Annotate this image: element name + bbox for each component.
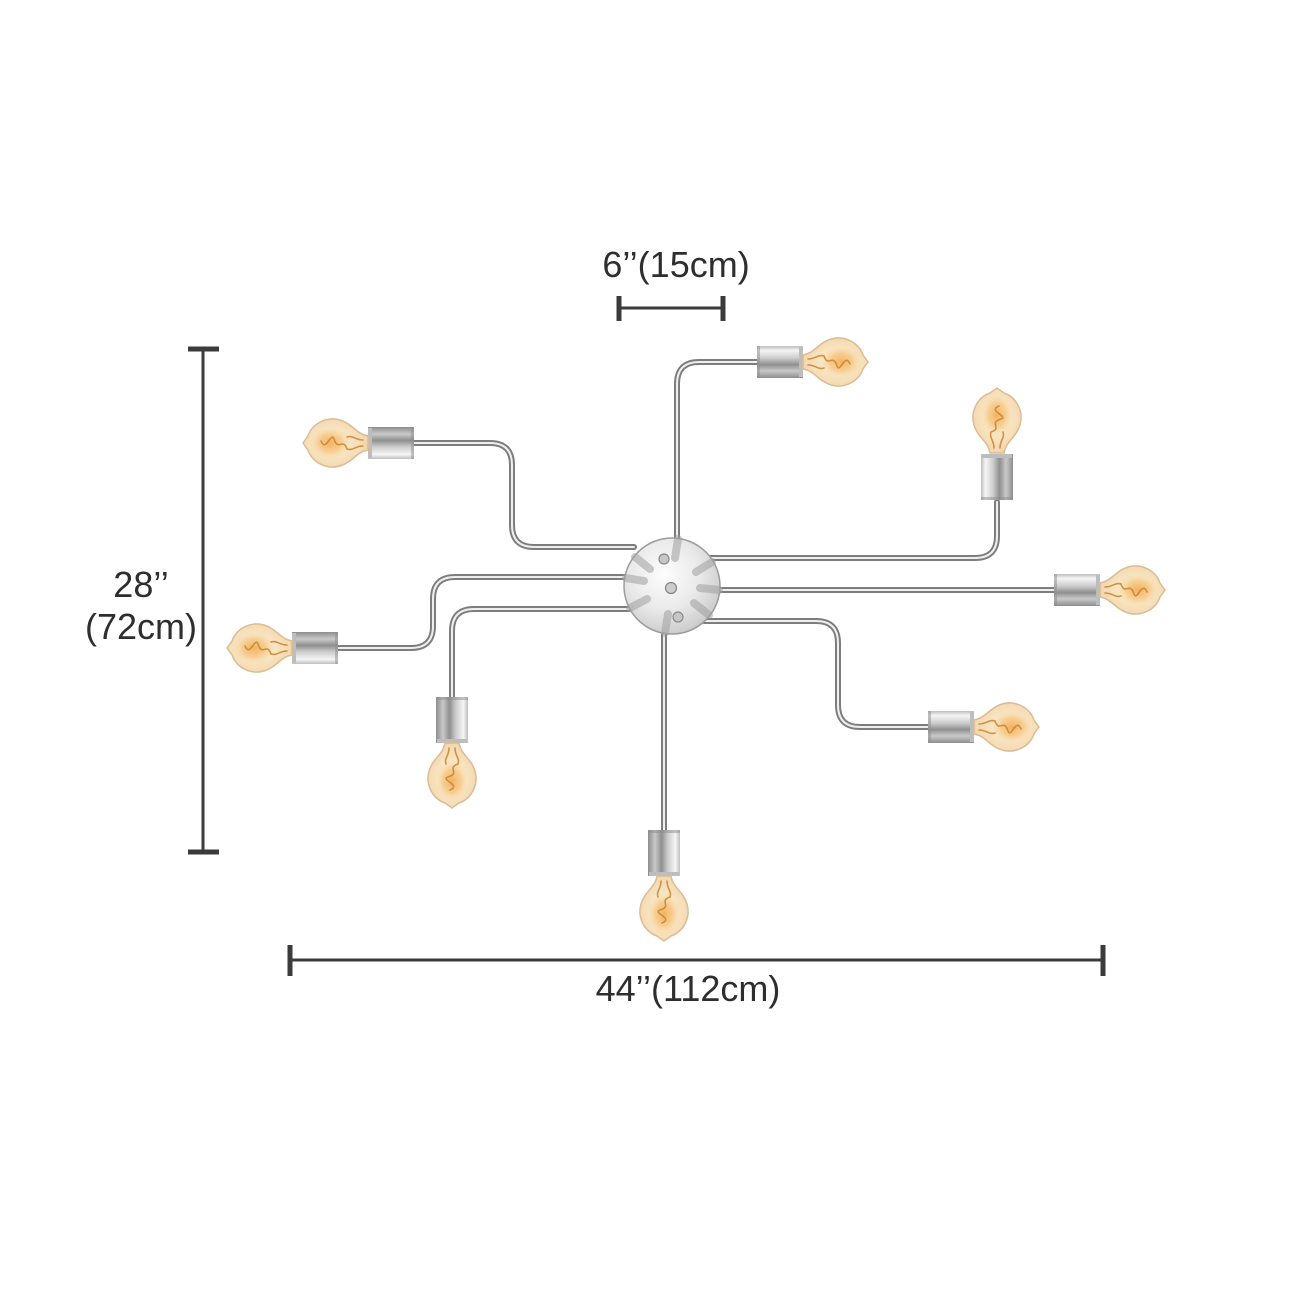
canopy-screws xyxy=(658,553,684,623)
height-label-inches: 28’’ xyxy=(113,564,169,605)
height-dimension xyxy=(188,346,219,855)
bulb-upper-right xyxy=(972,387,1022,454)
socket-top xyxy=(757,346,803,378)
height-label: 28’’ (72cm) xyxy=(85,564,197,648)
socket-lower-left xyxy=(436,697,468,743)
width-dimension xyxy=(287,945,1106,976)
socket-upper-left xyxy=(368,427,414,459)
arm-upper-right xyxy=(706,502,997,558)
canopy-width-dimension xyxy=(616,296,726,321)
height-label-cm: (72cm) xyxy=(84,606,198,647)
bulb-upper-left xyxy=(302,418,369,468)
socket-bottom xyxy=(648,830,680,876)
socket-lower-right xyxy=(928,711,974,743)
bulb-lower-right xyxy=(973,702,1040,752)
bulb-bottom xyxy=(639,875,689,942)
canopy-width-label: 6’’(15cm) xyxy=(602,244,750,285)
arm-upper-left xyxy=(412,443,634,547)
bulb-left xyxy=(226,623,293,673)
arm-top xyxy=(677,362,758,560)
ceiling-canopy xyxy=(622,535,723,637)
bulb-right xyxy=(1099,565,1166,615)
arm-left xyxy=(336,577,642,648)
socket-upper-right xyxy=(981,454,1013,500)
bulb-top xyxy=(802,337,869,387)
socket-left xyxy=(292,632,338,664)
canopy-notches xyxy=(622,535,723,637)
arm-lower-right xyxy=(704,621,930,727)
arm-lower-left xyxy=(452,609,642,699)
socket-right xyxy=(1054,574,1100,606)
edison-bulbs xyxy=(226,337,1166,942)
bulb-lower-left xyxy=(427,742,477,809)
width-label: 44’’(112cm) xyxy=(595,968,781,1009)
